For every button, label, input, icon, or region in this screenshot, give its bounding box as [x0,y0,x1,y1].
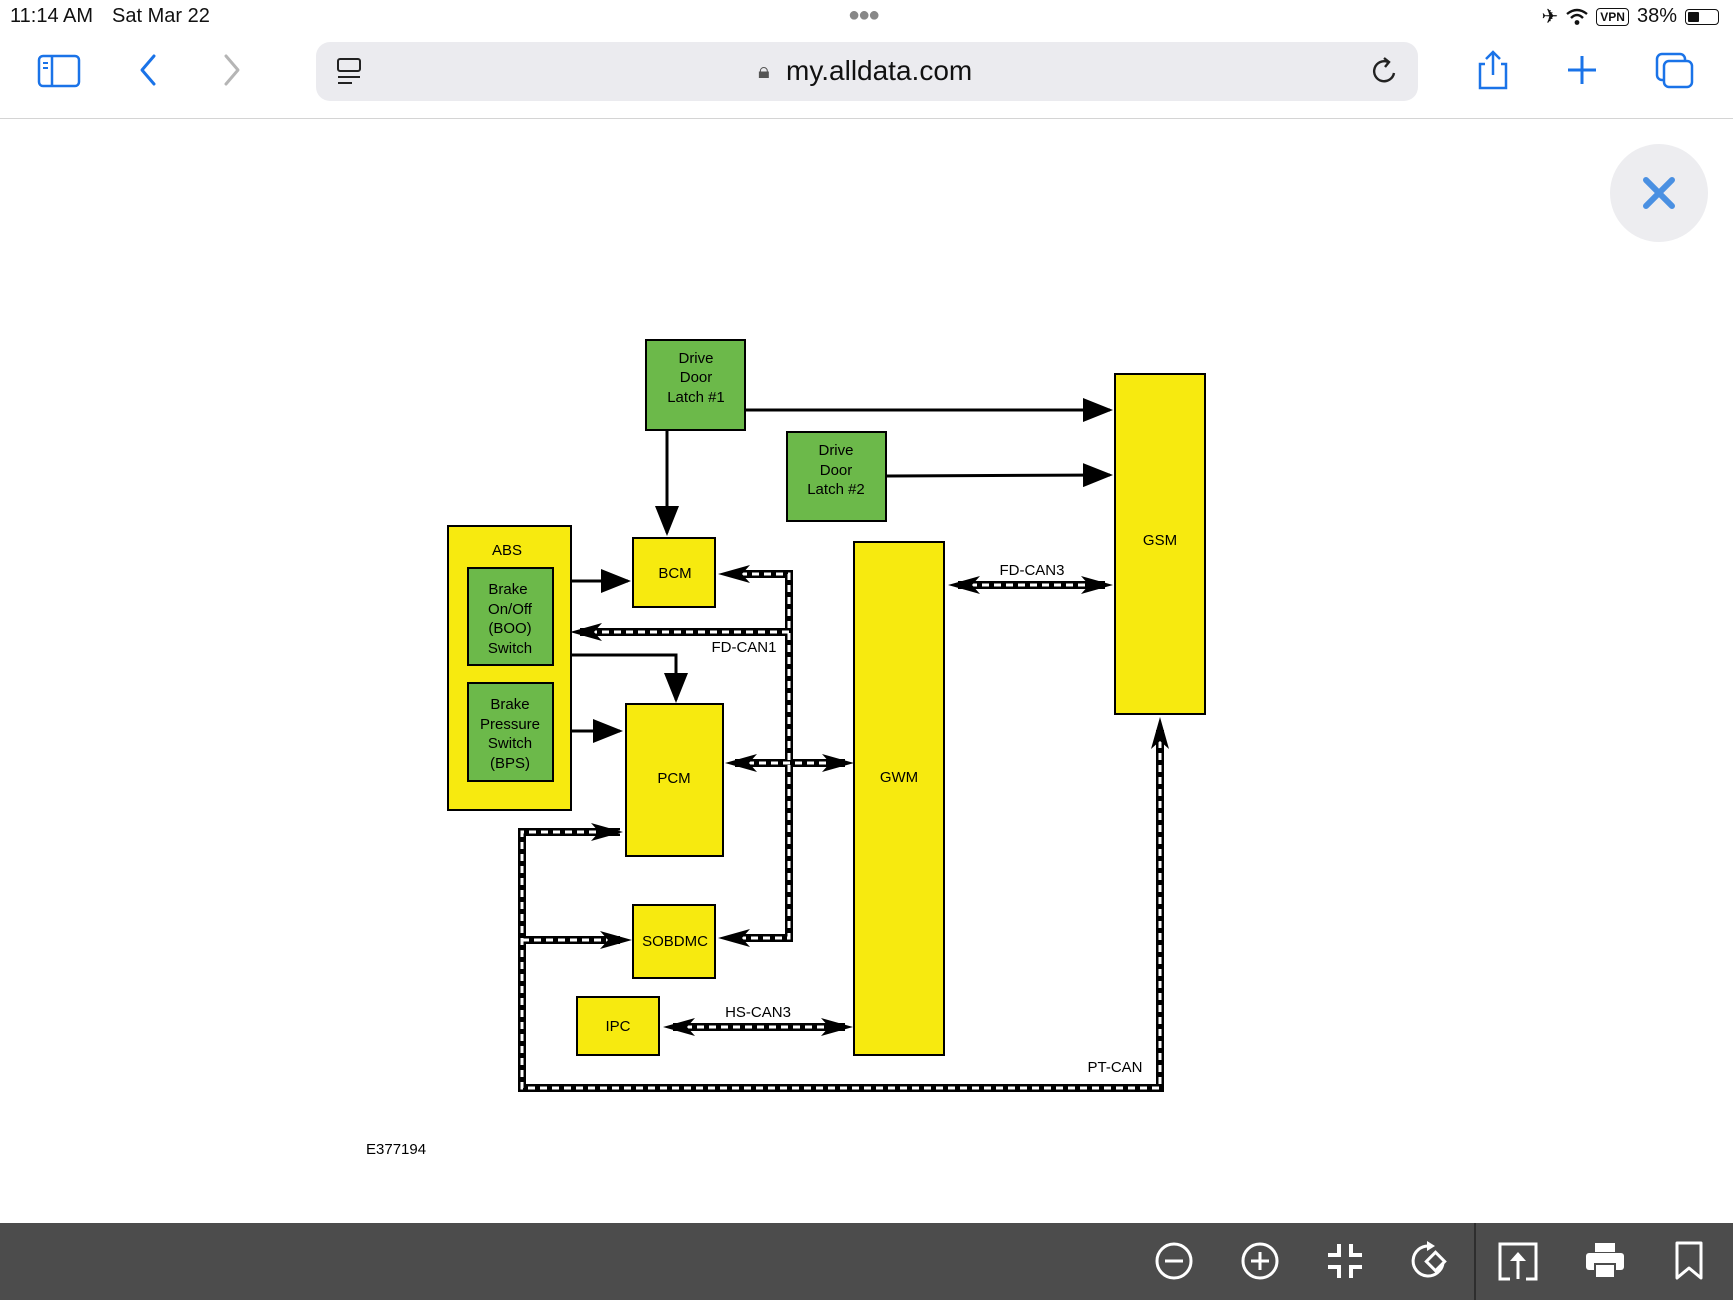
page-menu-icon[interactable] [336,56,362,88]
airplane-icon: ✈ [1541,6,1559,28]
bps-switch-box: Brake Pressure Switch (BPS) [467,682,554,782]
sobdmc-label: SOBDMC [642,933,708,950]
hs-can3-label: HS-CAN3 [725,1004,791,1021]
boo-line2: On/Off [488,601,533,618]
close-button[interactable] [1610,144,1708,242]
fd-can1-label: FD-CAN1 [711,639,776,656]
wifi-icon [1566,8,1589,25]
battery-icon [1685,8,1719,25]
drive-door-latch-1-box: Drive Door Latch #1 [645,339,746,431]
latch2-line2: Door [820,462,853,479]
drive-door-latch-2-box: Drive Door Latch #2 [786,431,887,522]
latch1-line3: Latch #1 [667,389,725,406]
boo-switch-box: Brake On/Off (BOO) Switch [467,567,554,666]
bookmark-icon[interactable] [1672,1241,1706,1281]
rotate-icon[interactable] [1409,1241,1451,1281]
figure-id: E377194 [366,1141,426,1158]
bcm-label: BCM [658,565,691,582]
back-icon[interactable] [124,48,174,92]
can-buses [518,565,1169,1092]
toolbar-divider [1474,1223,1476,1300]
address-bar[interactable]: 🔒︎ my.alldata.com [316,42,1418,101]
fd-can3-label: FD-CAN3 [999,562,1064,579]
browser-toolbar [0,34,1733,119]
status-bar: 11:14 AM Sat Mar 22 ●●● ✈ VPN 38% [0,0,1733,34]
boo-line3: (BOO) [488,620,531,637]
viewer-toolbar [0,1223,1733,1300]
latch2-line3: Latch #2 [807,481,865,498]
gwm-module: GWM [853,541,945,1056]
close-icon [1643,177,1675,209]
bps-line1: Brake [490,696,529,713]
new-tab-icon[interactable] [1557,48,1607,92]
gwm-label: GWM [880,769,918,786]
fit-screen-icon[interactable] [1325,1241,1365,1281]
gsm-label: GSM [1143,532,1177,549]
multitask-dots-icon[interactable]: ●●● [848,4,880,26]
pt-can-label: PT-CAN [1087,1059,1142,1076]
battery-percent: 38% [1636,5,1677,27]
ipc-label: IPC [605,1018,630,1035]
abs-label: ABS [492,542,522,559]
url-text[interactable]: my.alldata.com [786,55,973,86]
ipc-module: IPC [576,996,660,1056]
latch1-line1: Drive [678,350,713,367]
reload-icon[interactable] [1370,55,1400,87]
zoom-in-icon[interactable] [1240,1241,1280,1281]
tabs-overview-icon[interactable] [1650,48,1700,92]
boo-line1: Brake [488,581,527,598]
gsm-module: GSM [1114,373,1206,715]
forward-icon[interactable] [206,48,256,92]
latch1-line2: Door [680,369,713,386]
sobdmc-module: SOBDMC [632,904,716,979]
bps-line2: Pressure [480,716,540,733]
bps-line4: (BPS) [490,755,530,772]
status-date: Sat Mar 22 [112,5,210,27]
pcm-module: PCM [625,703,724,857]
boo-line4: Switch [488,640,532,657]
pcm-label: PCM [657,770,690,787]
lock-icon: 🔒︎ [758,58,770,83]
bps-line3: Switch [488,735,532,752]
network-diagram: Drive Door Latch #1 Drive Door Latch #2 … [366,339,1206,1158]
print-icon[interactable] [1584,1241,1626,1281]
zoom-out-icon[interactable] [1154,1241,1194,1281]
vpn-badge: VPN [1596,7,1629,26]
latch2-line1: Drive [818,442,853,459]
bcm-module: BCM [632,537,716,608]
open-external-icon[interactable] [1497,1241,1539,1281]
share-icon[interactable] [1468,48,1518,92]
sidebar-icon[interactable] [34,48,84,92]
status-time: 11:14 AM [10,5,94,27]
